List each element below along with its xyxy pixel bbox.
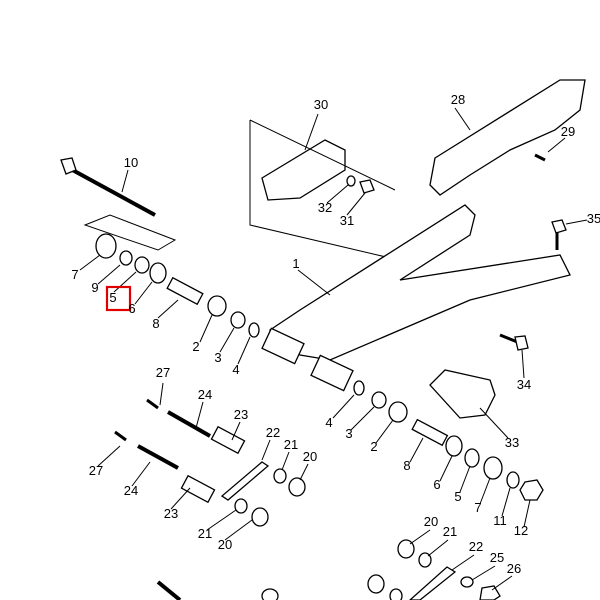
bushing-bottom: [367, 574, 385, 594]
callout-7-right[interactable]: 7: [474, 500, 481, 515]
bushing-20a[interactable]: [288, 477, 306, 497]
callout-20-bottom[interactable]: 20: [424, 514, 438, 529]
bushing-20b[interactable]: [251, 507, 269, 527]
seal-part-3[interactable]: [445, 435, 463, 457]
chain-guard-part[interactable]: [429, 79, 586, 196]
callout-27[interactable]: 27: [156, 365, 170, 380]
callout-3[interactable]: 3: [214, 350, 221, 365]
pivot-tube: [261, 327, 305, 365]
callout-21-bottom[interactable]: 21: [443, 524, 457, 539]
bushing-part-4[interactable]: [388, 401, 408, 423]
bushing-21c[interactable]: [418, 552, 432, 568]
callout-35[interactable]: 35: [587, 211, 600, 226]
bolt-24-upper[interactable]: [167, 410, 211, 438]
bolt-head: [60, 157, 77, 175]
collar-part[interactable]: [166, 276, 204, 306]
seal-part[interactable]: [95, 233, 117, 259]
callout-20-lower[interactable]: 20: [218, 537, 232, 552]
bolt-31[interactable]: [359, 179, 375, 194]
bracket-part[interactable]: [261, 139, 346, 201]
callout-5-right[interactable]: 5: [454, 489, 461, 504]
bushing-part-3[interactable]: [371, 391, 387, 409]
bolt-34-head: [514, 335, 529, 351]
callout-2-right[interactable]: 2: [370, 439, 377, 454]
bolt-29[interactable]: [534, 153, 546, 162]
frame-line: [249, 119, 421, 266]
bolt-24-lower[interactable]: [137, 444, 179, 470]
callout-26[interactable]: 26: [507, 561, 521, 576]
bolt-part[interactable]: [66, 165, 156, 217]
bushing-21a[interactable]: [273, 468, 287, 484]
link-plate-22b[interactable]: [409, 566, 457, 600]
washer-32[interactable]: [346, 175, 356, 187]
callout-6[interactable]: 6: [128, 301, 135, 316]
callout-21-lower[interactable]: 21: [198, 526, 212, 541]
bushing-part[interactable]: [207, 295, 227, 317]
callout-25[interactable]: 25: [490, 550, 504, 565]
guard-part[interactable]: [429, 369, 496, 419]
callout-9[interactable]: 9: [91, 280, 98, 295]
callout-22[interactable]: 22: [266, 425, 280, 440]
callout-33[interactable]: 33: [505, 435, 519, 450]
callout-22-bottom[interactable]: 22: [469, 539, 483, 554]
nut-26[interactable]: [479, 585, 501, 600]
callout-34[interactable]: 34: [517, 377, 531, 392]
callout-27-lower[interactable]: 27: [89, 463, 103, 478]
bushing-21b[interactable]: [234, 498, 248, 514]
callout-4-right[interactable]: 4: [325, 415, 332, 430]
washer-part-3[interactable]: [353, 380, 365, 396]
washer-part-4[interactable]: [483, 456, 503, 480]
bolt-27b: [114, 430, 127, 442]
washer-25[interactable]: [460, 576, 474, 588]
collar-part-2[interactable]: [411, 418, 449, 447]
callout-28[interactable]: 28: [451, 92, 465, 107]
callout-11[interactable]: 11: [493, 513, 507, 528]
callout-12[interactable]: 12: [514, 523, 528, 538]
callout-29[interactable]: 29: [561, 124, 575, 139]
bushing-20c[interactable]: [397, 539, 415, 559]
callout-21[interactable]: 21: [284, 437, 298, 452]
callout-23[interactable]: 23: [234, 407, 248, 422]
callout-2[interactable]: 2: [192, 339, 199, 354]
bushing-bottom-2: [389, 588, 403, 600]
link-plate-22[interactable]: [220, 461, 270, 501]
washer-part-2[interactable]: [248, 322, 260, 338]
bearing-part-2[interactable]: [464, 448, 480, 468]
washer-part[interactable]: [119, 250, 133, 266]
callout-4[interactable]: 4: [232, 362, 239, 377]
bolt-area: [83, 214, 177, 251]
bolt-27a: [146, 398, 159, 410]
highlight-box: [105, 285, 132, 312]
callout-5-highlighted[interactable]: 5: [109, 290, 116, 305]
seal-part-2[interactable]: [149, 262, 167, 284]
callout-3-right[interactable]: 3: [345, 426, 352, 441]
callout-32[interactable]: 32: [318, 200, 332, 215]
bushing-part-2[interactable]: [230, 311, 246, 329]
callout-10[interactable]: 10: [124, 155, 138, 170]
callout-7[interactable]: 7: [71, 267, 78, 282]
callout-1[interactable]: 1: [292, 256, 299, 271]
callout-24-lower[interactable]: 24: [124, 483, 138, 498]
bearing-part[interactable]: [134, 256, 150, 274]
callout-30[interactable]: 30: [314, 97, 328, 112]
washer-part-5[interactable]: [506, 471, 520, 489]
bushing-bottom-3: [261, 588, 279, 600]
leader-lines: [79, 107, 588, 591]
callout-31[interactable]: 31: [340, 213, 354, 228]
collar-23-lower[interactable]: [180, 474, 216, 504]
pivot-tube-lower: [310, 354, 354, 392]
callout-20[interactable]: 20: [303, 449, 317, 464]
bolt-35[interactable]: [551, 219, 567, 234]
nut-part[interactable]: [519, 479, 544, 501]
callout-23-lower[interactable]: 23: [164, 506, 178, 521]
callout-8-right[interactable]: 8: [403, 458, 410, 473]
callout-6-right[interactable]: 6: [433, 477, 440, 492]
bolt-bottom: [156, 580, 182, 600]
collar-23-upper[interactable]: [210, 425, 246, 455]
callout-8[interactable]: 8: [152, 316, 159, 331]
callout-24[interactable]: 24: [198, 387, 212, 402]
